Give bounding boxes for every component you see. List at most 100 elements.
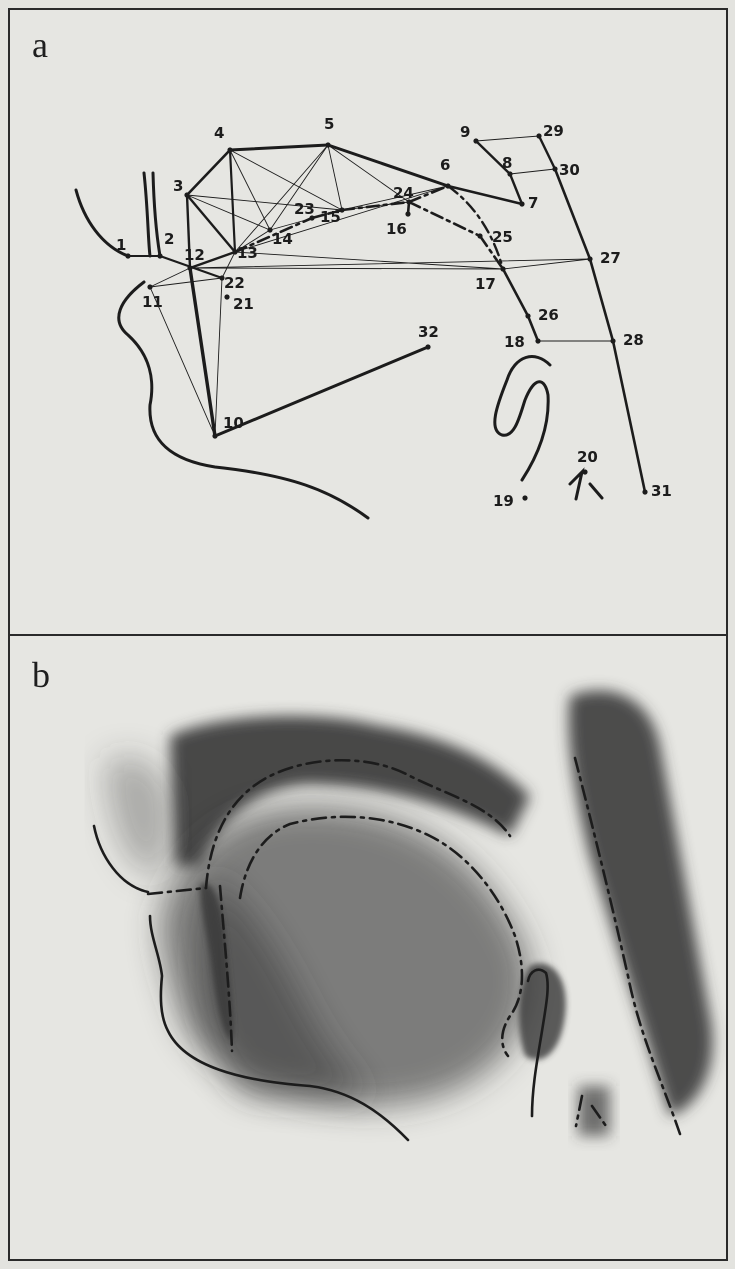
connection-line-6-13 (235, 186, 448, 252)
point-label-28: 28 (623, 331, 644, 349)
chin-profile (119, 282, 368, 518)
nose-shadow (105, 756, 172, 876)
connection-line-29-30 (539, 136, 555, 169)
point-label-10: 10 (223, 414, 244, 432)
point-label-21: 21 (233, 295, 254, 313)
point-27 (587, 256, 592, 261)
connection-line-8-7 (510, 174, 522, 204)
point-16 (405, 211, 410, 216)
epiglottis-shadow (519, 963, 566, 1059)
point-9 (473, 138, 478, 143)
point-20 (582, 469, 587, 474)
point-1 (125, 253, 130, 258)
connection-line-3-4 (187, 150, 230, 195)
point-19 (522, 495, 527, 500)
point-label-29: 29 (543, 122, 564, 140)
point-label-24: 24 (393, 184, 414, 202)
point-label-22: 22 (224, 274, 245, 292)
connection-line-12-17 (190, 268, 503, 269)
connection-line-3-13 (187, 195, 235, 252)
point-label-18: 18 (504, 333, 525, 351)
point-labels: 1234567891011121314151617181920212223242… (116, 115, 672, 510)
point-7 (519, 201, 524, 206)
dashed-line-24-25 (409, 202, 480, 236)
connection-line-5-6 (328, 145, 448, 186)
connection-line-27-28 (590, 259, 613, 341)
point-29 (536, 133, 541, 138)
connection-line-11-22 (150, 278, 222, 287)
point-label-14: 14 (272, 230, 293, 248)
connection-lines (128, 136, 645, 492)
point-label-30: 30 (559, 161, 580, 179)
point-28 (610, 338, 615, 343)
point-17 (500, 266, 505, 271)
connection-line-22-10 (215, 278, 222, 436)
point-label-13: 13 (237, 244, 258, 262)
connection-line-3-14 (187, 195, 270, 230)
point-2 (157, 253, 162, 258)
point-label-19: 19 (493, 492, 514, 510)
epiglottis-loop (495, 357, 550, 480)
point-21 (224, 294, 229, 299)
connection-line-26-18 (528, 316, 538, 341)
point-label-2: 2 (164, 230, 174, 248)
upper-lip-left (144, 173, 150, 256)
point-label-31: 31 (651, 482, 672, 500)
larynx-right (590, 484, 602, 498)
point-18 (535, 338, 540, 343)
connection-line-9-29 (476, 136, 539, 141)
dashed-line-24-6 (409, 186, 448, 202)
point-label-8: 8 (502, 154, 512, 172)
connection-line-28-31 (613, 341, 645, 492)
connection-line-8-30 (510, 169, 555, 174)
point-10 (212, 433, 217, 438)
point-label-7: 7 (528, 194, 538, 212)
xray-tracing (10, 636, 726, 1259)
point-label-6: 6 (440, 156, 450, 174)
connection-line-30-27 (555, 169, 590, 259)
point-label-5: 5 (324, 115, 334, 133)
point-label-27: 27 (600, 249, 621, 267)
point-label-9: 9 (460, 123, 470, 141)
connection-line-6-7 (448, 186, 522, 204)
point-label-17: 17 (475, 275, 496, 293)
point-label-16: 16 (386, 220, 407, 238)
point-label-12: 12 (184, 246, 205, 264)
point-label-15: 15 (320, 208, 341, 226)
point-label-32: 32 (418, 323, 439, 341)
connection-line-4-13 (230, 150, 235, 252)
larynx-left (570, 472, 582, 499)
point-5 (325, 142, 330, 147)
point-31 (642, 489, 647, 494)
connection-line-10-32 (215, 347, 428, 436)
point-label-3: 3 (173, 177, 183, 195)
point-label-25: 25 (492, 228, 513, 246)
upper-lip-right (153, 173, 160, 256)
point-32 (425, 344, 430, 349)
connection-line-10-12 (190, 268, 215, 436)
point-8 (507, 171, 512, 176)
point-12 (187, 265, 192, 270)
point-label-20: 20 (577, 448, 598, 466)
connection-line-5-15 (328, 145, 342, 210)
point-30 (552, 166, 557, 171)
point-25 (477, 233, 482, 238)
panel-a: a 12345678910111213141516171819202122232… (10, 10, 726, 636)
panel-b: b (10, 636, 726, 1259)
xray-shadows (105, 690, 713, 1136)
point-6 (445, 183, 450, 188)
connection-line-4-5 (230, 145, 328, 150)
point-11 (147, 284, 152, 289)
point-3 (184, 192, 189, 197)
measurement-points (125, 133, 647, 500)
point-label-26: 26 (538, 306, 559, 324)
pharynx-shadow (569, 690, 713, 1116)
point-label-23: 23 (294, 200, 315, 218)
point-label-4: 4 (214, 124, 224, 142)
point-label-1: 1 (116, 236, 126, 254)
point-26 (525, 313, 530, 318)
connection-line-17-26 (503, 269, 528, 316)
point-label-11: 11 (142, 293, 163, 311)
